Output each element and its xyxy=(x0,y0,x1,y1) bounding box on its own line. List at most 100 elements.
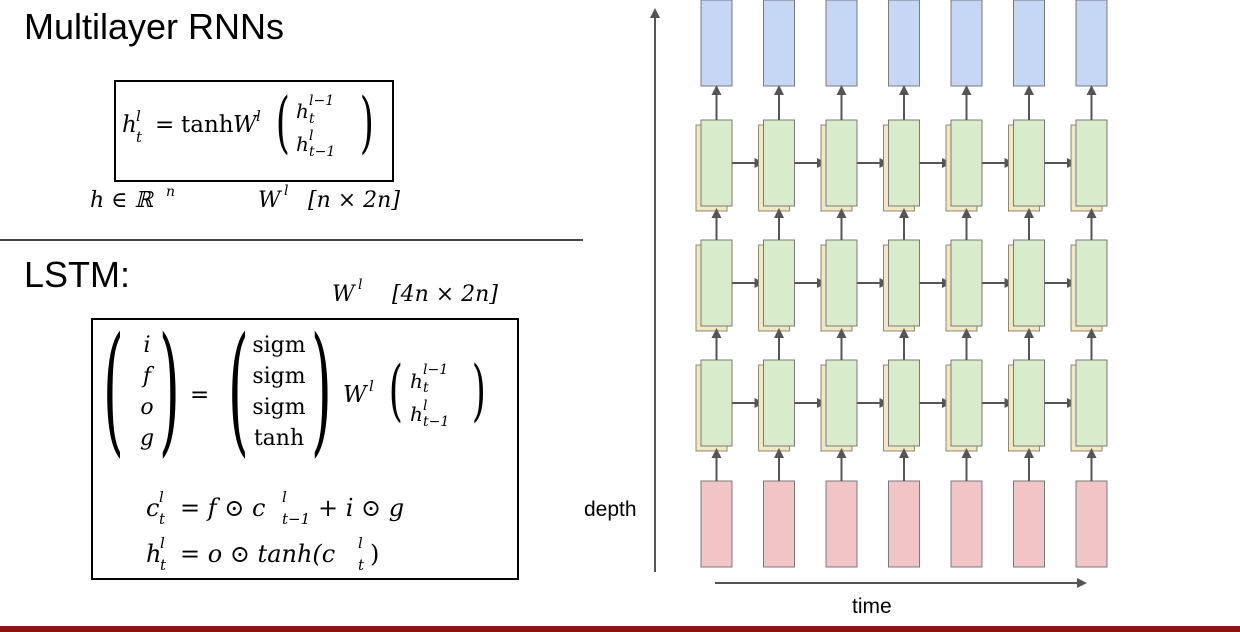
hidden-cell xyxy=(1075,239,1108,327)
lstm-h-rhs-sup: l xyxy=(358,534,363,552)
lstm-vec-top: h xyxy=(410,369,423,393)
output-cell xyxy=(700,0,733,87)
hidden-cell xyxy=(1075,359,1108,447)
rnn-paren-open: ( xyxy=(275,84,290,161)
input-cell xyxy=(825,480,858,568)
hidden-cell xyxy=(700,119,733,207)
lstm-vec-top-sub: t xyxy=(423,380,429,396)
rnn-equation: h xyxy=(122,112,137,152)
lstm-dim-W-size: [4n × 2n] xyxy=(392,282,498,307)
lstm-c-lhs-sup: l xyxy=(159,488,164,506)
lstm-act-3: sigm xyxy=(252,395,306,420)
lstm-h-close: ) xyxy=(370,540,380,568)
lstm-c-rhs: + i ⊙ g xyxy=(318,494,405,522)
output-cell xyxy=(888,0,920,87)
lstm-h-rhs: = o ⊙ tanh(c xyxy=(180,540,336,568)
lstm-c-lhs-sub: t xyxy=(159,510,166,528)
lstm-gate-f: f xyxy=(142,364,152,389)
rnn-W-sup: l xyxy=(256,107,261,125)
hidden-cell xyxy=(1013,239,1045,327)
footer-bar xyxy=(0,626,1240,632)
rnn-dim-W: W xyxy=(258,188,281,213)
lstm-act-1: sigm xyxy=(252,333,306,358)
section-divider xyxy=(0,239,583,241)
diagram-cells xyxy=(695,0,1108,568)
lstm-c-mid-sub: t−1 xyxy=(282,510,311,528)
input-cell xyxy=(1075,480,1108,568)
input-cell xyxy=(888,480,920,568)
rnn-lhs-sup: l xyxy=(136,107,141,125)
rnn-vec-bot-sub: t−1 xyxy=(309,144,336,160)
lstm-equals: = xyxy=(190,382,210,408)
hidden-cell xyxy=(1013,119,1045,207)
hidden-cell xyxy=(950,359,983,447)
rnn-vec-top: h xyxy=(296,99,309,123)
lstm-vec-bot-sub: t−1 xyxy=(423,414,450,430)
rnn-lhs-sub: t xyxy=(136,128,143,146)
input-cell xyxy=(700,480,733,568)
hidden-cell xyxy=(888,239,920,327)
lstm-h-lhs: h xyxy=(146,540,162,568)
hidden-cell xyxy=(888,119,920,207)
rnn-vec-bot: h xyxy=(296,132,309,156)
rnn-vec-top-sub: t xyxy=(309,111,315,127)
input-cell xyxy=(763,480,795,568)
time-label: time xyxy=(852,595,892,618)
output-cell xyxy=(1013,0,1045,87)
lstm-gate-g: g xyxy=(139,426,155,451)
lstm-dim-W-sup: l xyxy=(358,277,363,293)
hidden-cell xyxy=(700,359,733,447)
output-cell xyxy=(825,0,858,87)
lstm-h-lhs-sub: t xyxy=(160,556,167,574)
hidden-cell xyxy=(825,239,858,327)
rnn-vec-bot-sup: l xyxy=(309,128,314,144)
hidden-cell xyxy=(700,239,733,327)
slide-title-lstm: LSTM: xyxy=(24,254,131,295)
lstm-c-mid-sup: l xyxy=(282,488,287,506)
rnn-dim-h-sup: n xyxy=(166,184,176,200)
rnn-dim-h: h ∈ ℝ xyxy=(90,188,153,213)
lstm-c-mid: = f ⊙ c xyxy=(180,494,266,522)
hidden-cell xyxy=(888,359,920,447)
lstm-c-lhs: c xyxy=(146,494,160,522)
lstm-act-2: sigm xyxy=(252,364,306,389)
hidden-cell xyxy=(950,119,983,207)
rnn-equation-box xyxy=(114,80,394,182)
rnn-dim-W-size: [n × 2n] xyxy=(308,188,400,213)
lstm-W: W xyxy=(343,382,367,408)
output-cell xyxy=(950,0,983,87)
rnn-func: tanh xyxy=(181,112,234,138)
depth-label: depth xyxy=(584,498,637,521)
lstm-gate-i: i xyxy=(143,333,151,358)
hidden-cell xyxy=(763,239,795,327)
hidden-cell xyxy=(825,119,858,207)
hidden-cell xyxy=(825,359,858,447)
lstm-gates-paren-open: ( xyxy=(103,308,124,471)
rnn-lhs-h: h xyxy=(122,112,137,138)
lstm-W-sup: l xyxy=(369,377,374,395)
lstm-gates-vector: i f o g xyxy=(132,330,162,454)
hidden-cell xyxy=(763,359,795,447)
rnn-paren-close: ) xyxy=(359,84,374,161)
output-cell xyxy=(763,0,795,87)
slide-title-rnn: Multilayer RNNs xyxy=(24,6,285,47)
rnn-equals: = xyxy=(155,112,175,138)
lstm-gate-o: o xyxy=(140,395,154,420)
rnn-vec-top-sup: l−1 xyxy=(309,93,335,109)
input-cell xyxy=(1013,480,1045,568)
lstm-act-4: tanh xyxy=(253,426,305,451)
lstm-vec-bot: h xyxy=(410,402,423,426)
lstm-gates-paren-close: ) xyxy=(159,308,180,471)
lstm-vec-bot-sup: l xyxy=(423,398,428,414)
output-cell xyxy=(1075,0,1108,87)
rnn-W: W xyxy=(233,112,257,138)
hidden-cell xyxy=(950,239,983,327)
lstm-vec-top-sup: l−1 xyxy=(423,362,449,378)
input-cell xyxy=(950,480,983,568)
lstm-dim-W: W xyxy=(332,282,355,307)
lstm-h-lhs-sup: l xyxy=(160,534,165,552)
lstm-h-paren-open: ( xyxy=(388,352,403,429)
hidden-cell xyxy=(1075,119,1108,207)
rnn-dim-W-sup: l xyxy=(284,183,289,199)
